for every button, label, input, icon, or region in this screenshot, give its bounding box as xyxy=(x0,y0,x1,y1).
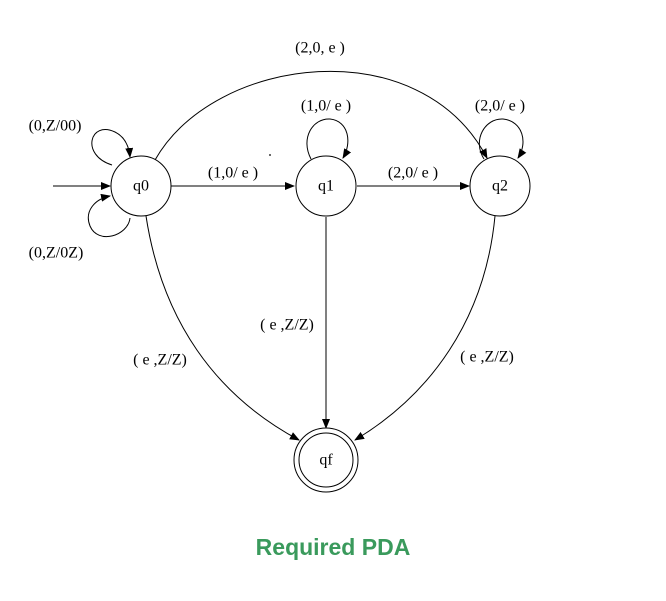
diagram-caption: Required PDA xyxy=(255,534,411,560)
svg-text:q0: q0 xyxy=(133,178,149,195)
transition-q0-self-top-label: (0,Z/00) xyxy=(29,118,82,135)
transition-q0-q2-label: (2,0, e ) xyxy=(295,40,345,57)
transition-q2-qf-arrow xyxy=(354,215,496,441)
transition-q0-self-bottom-arrow xyxy=(87,193,131,237)
transition-q0-self-top-arrow xyxy=(91,129,134,166)
transition-q0-q2-arrow xyxy=(154,70,488,161)
transition-q2-qf-label: ( e ,Z/Z) xyxy=(460,349,514,366)
transition-q2-self-arrow xyxy=(478,118,527,160)
svg-text:qf: qf xyxy=(319,452,333,469)
transition-q0-qf-label: ( e ,Z/Z) xyxy=(133,352,187,369)
svg-text:q1: q1 xyxy=(318,178,334,195)
transition-q0-q1-label: (1,0/ e ) xyxy=(208,165,258,182)
svg-text:q2: q2 xyxy=(492,178,508,195)
transition-q1-q2-label: (2,0/ e ) xyxy=(388,165,438,182)
state-q2: q2 xyxy=(469,155,531,217)
state-q0: q0 xyxy=(110,155,172,217)
transition-q0-self-bottom-label: (0,Z/0Z) xyxy=(29,245,84,262)
stray-dot xyxy=(269,154,271,156)
transition-q1-self-label: (1,0/ e ) xyxy=(301,98,351,115)
state-q1: q1 xyxy=(295,155,357,217)
transition-q2-self-label: (2,0/ e ) xyxy=(475,98,525,115)
state-qf-accepting: qf xyxy=(293,427,359,493)
transition-q1-self-arrow xyxy=(306,118,352,160)
transition-q1-qf-label: ( e ,Z/Z) xyxy=(260,317,314,334)
transition-q0-qf-arrow xyxy=(145,215,300,441)
